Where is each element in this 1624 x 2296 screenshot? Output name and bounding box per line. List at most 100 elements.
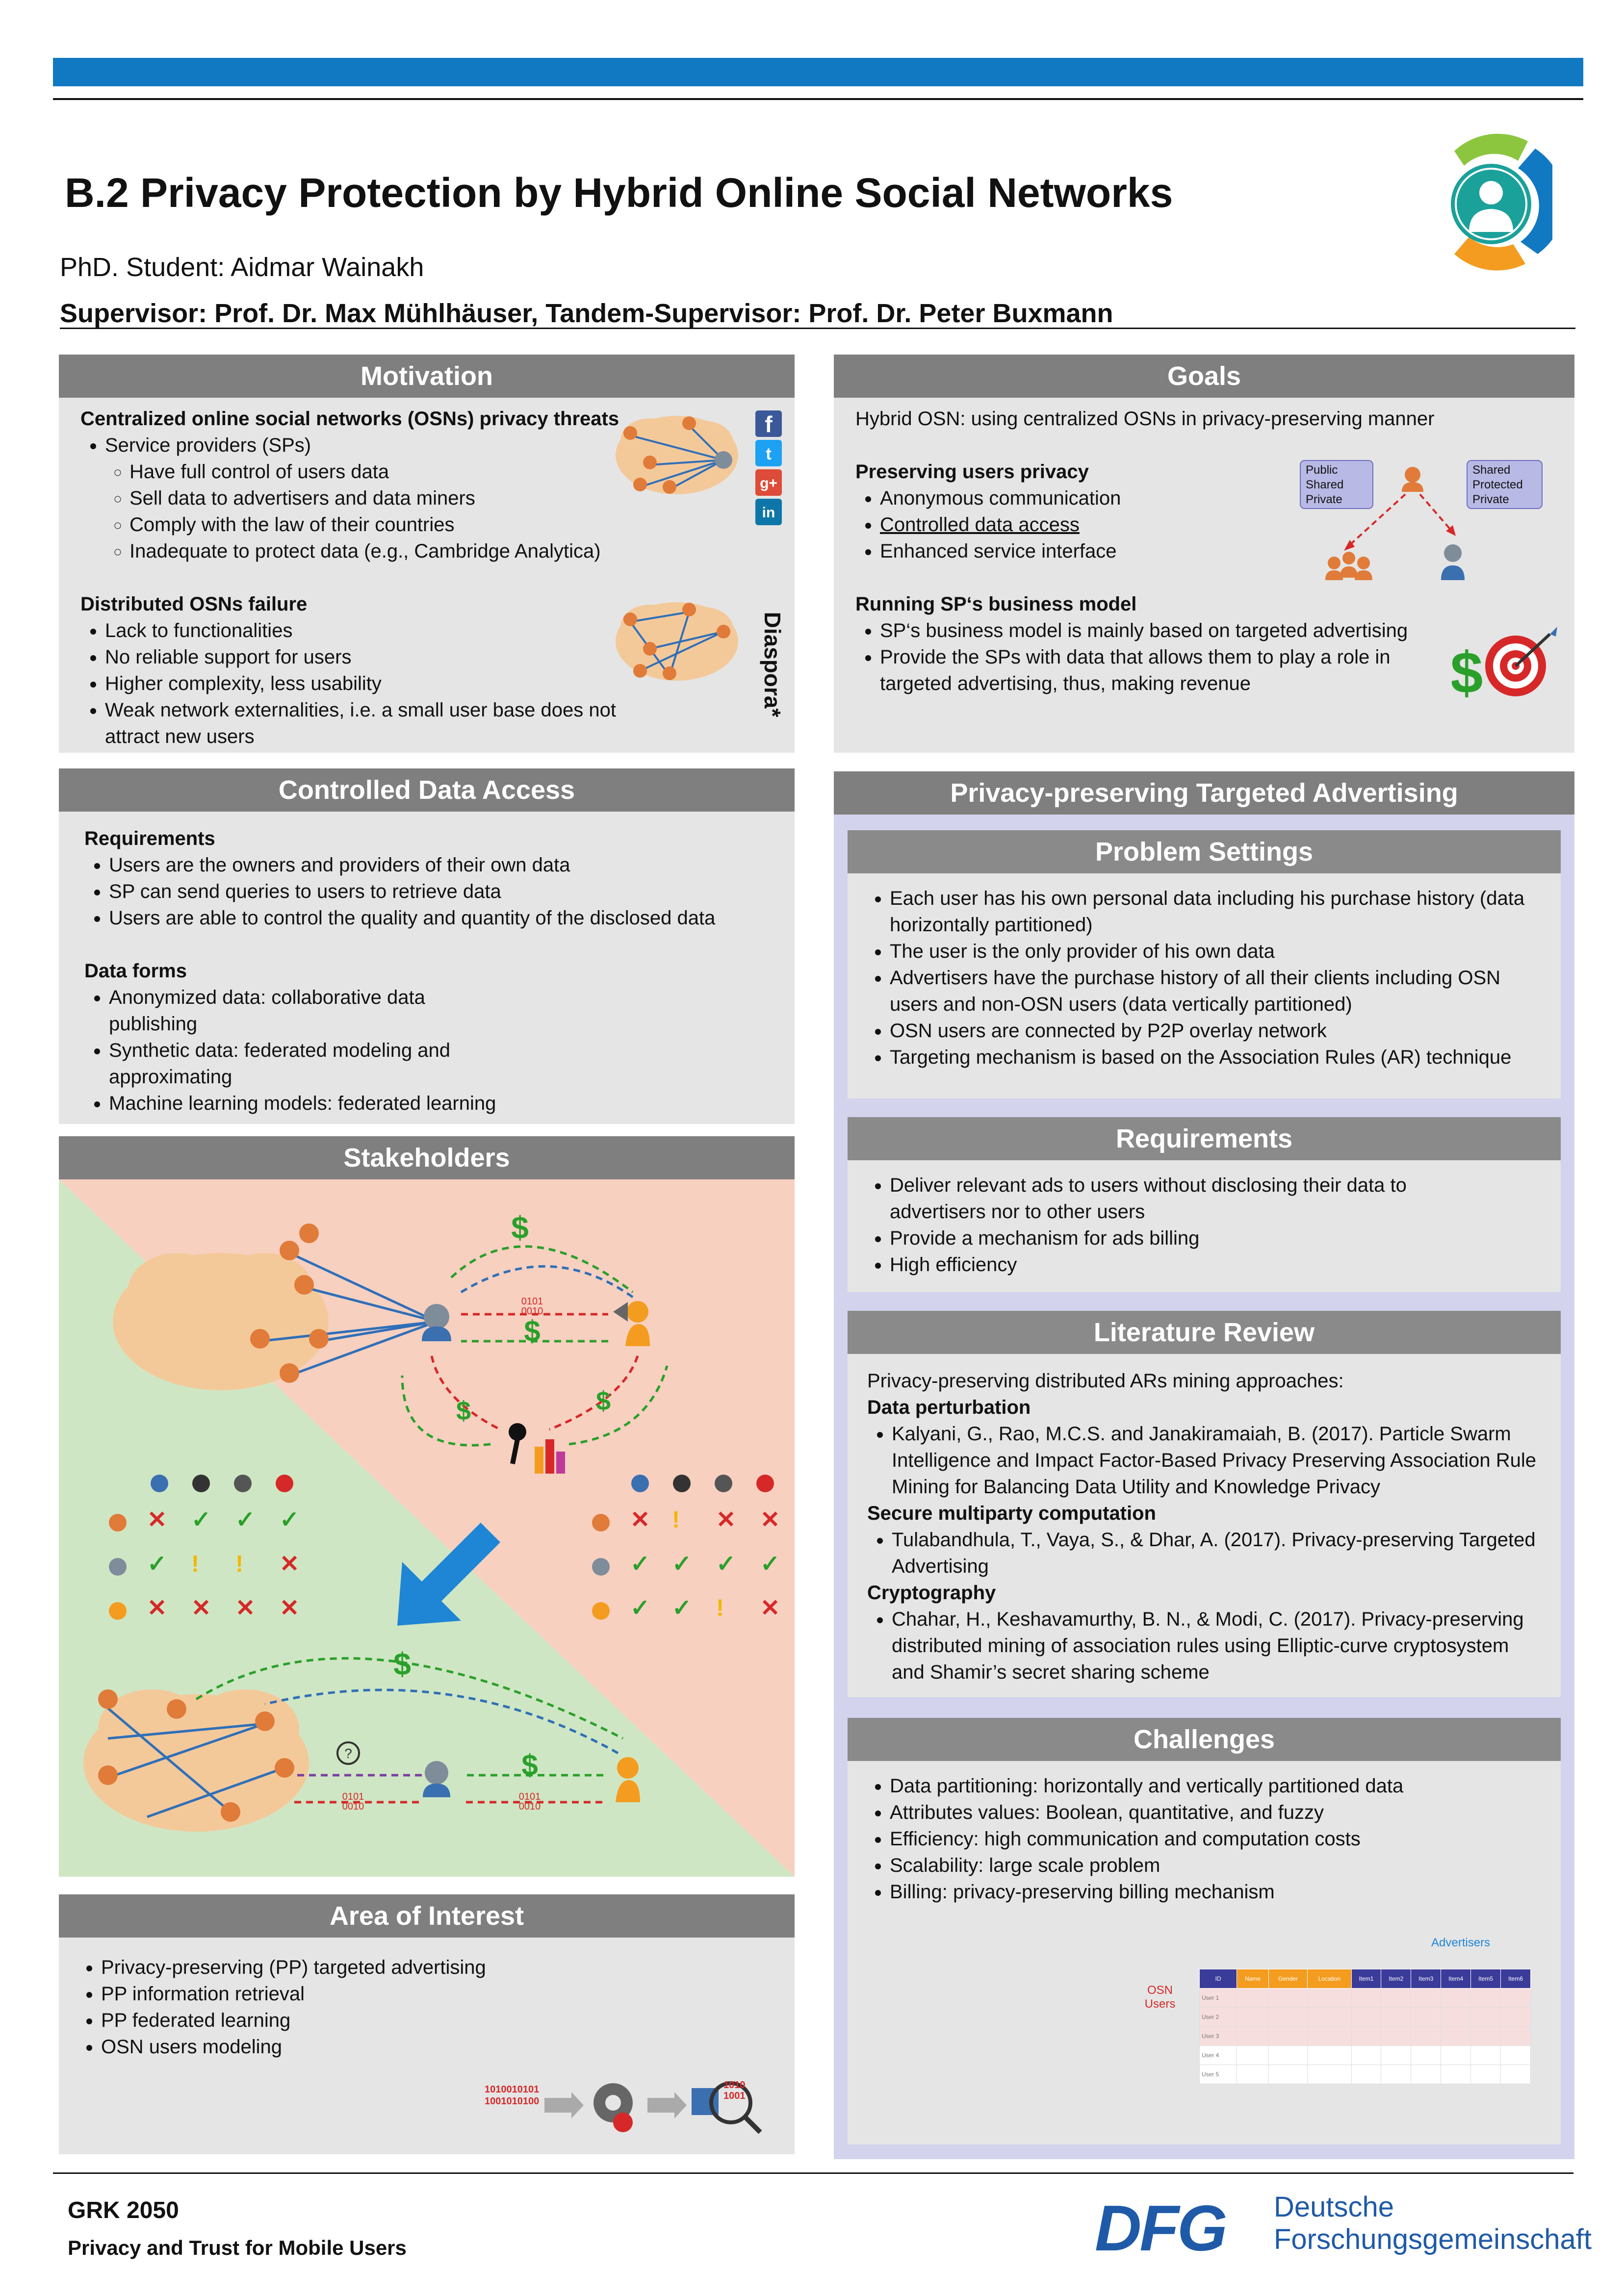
table-cell	[1500, 2065, 1531, 2084]
list-item: Machine learning models: federated learn…	[109, 1090, 501, 1117]
table-cell	[1268, 1988, 1308, 2008]
table-cell	[1500, 2007, 1531, 2027]
motivation-panel: Motivation Centralized online social net…	[59, 355, 795, 753]
list-item: PP federated learning	[101, 2007, 665, 2034]
motivation-content: Centralized online social networks (OSNs…	[80, 406, 659, 750]
box-item: Shared	[1472, 463, 1511, 477]
table-row: User 4	[1199, 2045, 1531, 2065]
table-cell	[1307, 2065, 1352, 2084]
list-item: Privacy-preserving (PP) targeted adverti…	[101, 1954, 665, 1981]
list-item: Targeting mechanism is based on the Asso…	[890, 1044, 1537, 1071]
table-cell	[1268, 2026, 1308, 2046]
table-cell	[1470, 2007, 1501, 2027]
table-cell	[1441, 1988, 1471, 2008]
table-cell	[1441, 2026, 1471, 2046]
table-cell	[1470, 2065, 1501, 2084]
list-item: OSN users modeling	[101, 2034, 665, 2060]
aoi-title: Area of Interest	[59, 1894, 795, 1938]
problem-settings-title: Problem Settings	[848, 830, 1561, 873]
table-row: User 3	[1199, 2026, 1531, 2046]
table-cell: User 2	[1199, 2007, 1237, 2027]
svg-text:✓: ✓	[760, 1551, 780, 1577]
table-cell	[1307, 2007, 1352, 2027]
table-cell	[1500, 2026, 1531, 2046]
header-rule	[53, 98, 1583, 100]
list-item: Kalyani, G., Rao, M.C.S. and Janakiramai…	[892, 1421, 1544, 1500]
cda-h1: Requirements	[84, 828, 215, 849]
privacy-flow-diagram	[1325, 467, 1465, 580]
table-header-cell: Location	[1307, 1969, 1352, 1989]
targeted-advertising-icon: $	[1452, 627, 1557, 706]
svg-text:✓: ✓	[716, 1551, 736, 1577]
list-item: The user is the only provider of his own…	[890, 938, 1537, 965]
svg-text:t: t	[766, 445, 771, 463]
table-cell	[1411, 2065, 1442, 2084]
svg-text:$: $	[511, 1210, 529, 1245]
table-cell	[1351, 2007, 1382, 2027]
lit-h2: Secure multiparty computation	[867, 1503, 1156, 1524]
svg-text:✓: ✓	[235, 1507, 255, 1533]
svg-text:f: f	[765, 411, 773, 437]
controlled-data-access-link[interactable]: Controlled data access	[880, 514, 1080, 536]
list-item: Provide a mechanism for ads billing	[890, 1225, 1454, 1251]
table-cell	[1470, 2045, 1501, 2065]
list-item: Efficiency: high communication and compu…	[890, 1826, 1542, 1852]
svg-text:✕: ✕	[760, 1507, 780, 1533]
table-cell	[1351, 1988, 1382, 2008]
lit-intro: Privacy-preserving distributed ARs minin…	[867, 1370, 1344, 1392]
dfg-name-2: Forschungsgemeinschaft	[1274, 2223, 1592, 2255]
box-item: Private	[1472, 493, 1509, 506]
requirements-panel: Requirements Deliver relevant ads to use…	[848, 1117, 1561, 1292]
svg-text:✕: ✕	[760, 1595, 780, 1621]
table-header-cell: ID	[1199, 1969, 1237, 1989]
grk-logo-icon	[1451, 133, 1552, 271]
table-header-cell: Item2	[1381, 1969, 1412, 1989]
list-item: Attributes values: Boolean, quantitative…	[890, 1799, 1542, 1826]
list-item: Comply with the law of their countries	[129, 511, 659, 538]
box-item: Shared	[1306, 478, 1344, 491]
svg-text:!: !	[672, 1507, 680, 1533]
svg-text:!: !	[716, 1595, 724, 1621]
box-item: Public	[1306, 463, 1338, 477]
table-cell	[1470, 2026, 1501, 2046]
lit-h1: Data perturbation	[867, 1397, 1031, 1418]
table-cell: User 1	[1199, 1988, 1237, 2008]
table-cell	[1237, 2065, 1269, 2084]
svg-text:$: $	[456, 1396, 471, 1426]
table-cell	[1381, 2007, 1412, 2027]
list-item: Provide the SPs with data that allows th…	[880, 644, 1444, 697]
motivation-h2: Distributed OSNs failure	[80, 593, 308, 615]
svg-text:g+: g+	[760, 475, 777, 491]
svg-text:✕: ✕	[191, 1595, 211, 1621]
list-item: SP‘s business model is mainly based on t…	[880, 617, 1444, 644]
svg-text:0101: 0101	[521, 1296, 543, 1307]
list-item: Deliver relevant ads to users without di…	[890, 1172, 1454, 1225]
svg-text:✓: ✓	[672, 1595, 692, 1621]
list-item: Tulabandhula, T., Vaya, S., & Dhar, A. (…	[892, 1527, 1544, 1580]
svg-text:✓: ✓	[672, 1551, 692, 1577]
table-cell	[1268, 2007, 1308, 2027]
svg-text:0010: 0010	[342, 1801, 364, 1812]
lit-h3: Cryptography	[867, 1582, 996, 1604]
stakeholders-title: Stakeholders	[59, 1136, 795, 1179]
goals-h1: Preserving users privacy	[855, 461, 1089, 483]
table-row: User 1	[1199, 1988, 1531, 2008]
svg-text:✕: ✕	[280, 1595, 299, 1621]
svg-text:0101: 0101	[342, 1791, 364, 1802]
bits-2: 1001010100	[485, 2096, 540, 2107]
table-cell	[1500, 2045, 1531, 2065]
table-cell	[1411, 1988, 1442, 2008]
svg-text:✓: ✓	[191, 1507, 211, 1533]
table-header-cell: Item1	[1351, 1969, 1382, 1989]
motivation-h1: Centralized online social networks (OSNs…	[80, 408, 619, 430]
table-header-cell: Name	[1237, 1969, 1269, 1989]
cda-title: Controlled Data Access	[59, 768, 795, 812]
list-item: Data partitioning: horizontally and vert…	[890, 1773, 1542, 1799]
table-cell	[1307, 2045, 1352, 2065]
list-item: Higher complexity, less usability	[105, 670, 635, 697]
svg-text:$: $	[596, 1386, 611, 1416]
goals-title: Goals	[834, 355, 1574, 398]
motivation-title: Motivation	[59, 355, 795, 398]
table-cell	[1237, 2026, 1269, 2046]
